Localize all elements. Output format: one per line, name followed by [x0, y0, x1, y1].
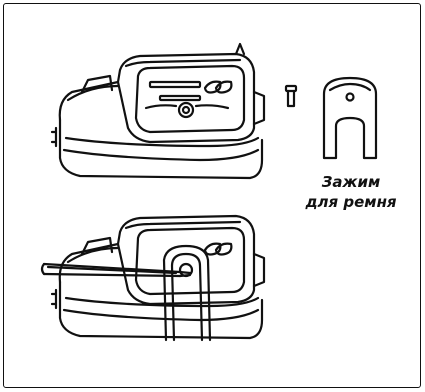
caption-line-2: для ремня — [292, 192, 410, 212]
device-icon — [52, 44, 264, 178]
device-icon-bottom — [52, 216, 264, 340]
caption-line-1: Зажим — [292, 172, 410, 192]
screw-icon — [286, 86, 296, 106]
screwdriver-icon — [42, 264, 190, 276]
belt-clip-icon — [324, 78, 376, 158]
belt-clip-caption: Зажим для ремня — [292, 172, 410, 212]
